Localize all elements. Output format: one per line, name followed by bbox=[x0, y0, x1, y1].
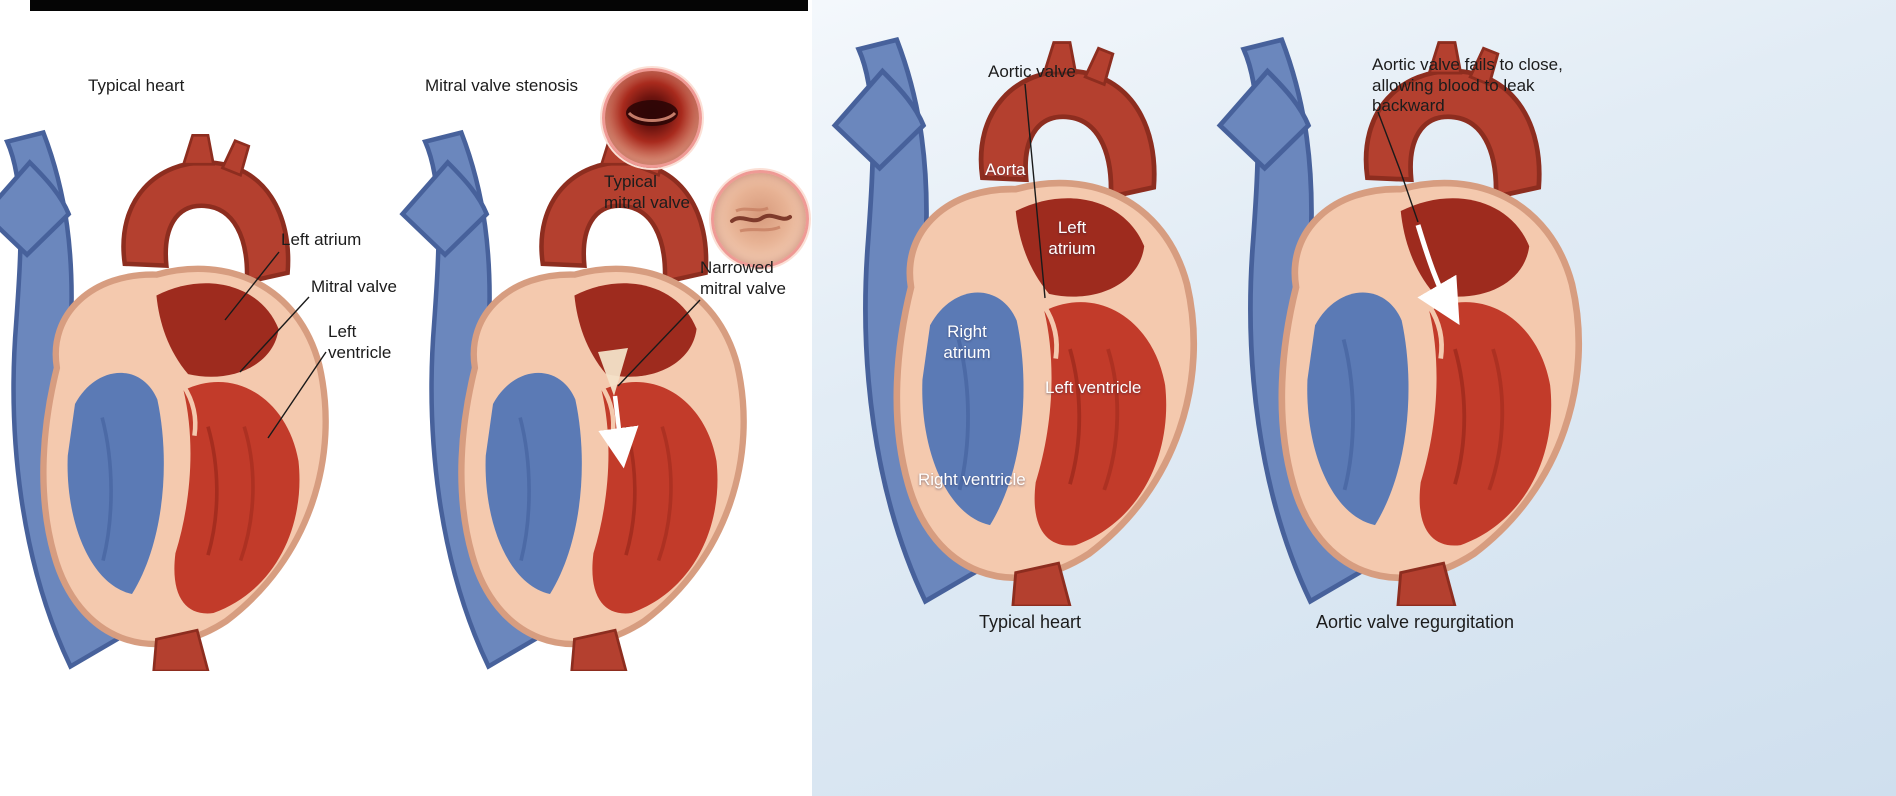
open-valve-icon bbox=[626, 100, 678, 126]
figure3-label-aortic-valve: Aortic valve bbox=[988, 62, 1076, 81]
figure2-inset-narrowed-label: Narrowed mitral valve bbox=[700, 258, 786, 298]
figure3-label-left-ventricle: Left ventricle bbox=[1045, 378, 1142, 397]
figure1-title: Typical heart bbox=[88, 76, 185, 95]
narrowed-valve-icon bbox=[730, 206, 792, 233]
figure2-inset-typical-label: Typical mitral valve bbox=[604, 172, 690, 212]
figure4-caption: Aortic valve regurgitation bbox=[1315, 612, 1515, 632]
figure2-title: Mitral valve stenosis bbox=[425, 76, 579, 95]
figure3-label-aorta: Aorta bbox=[985, 160, 1026, 179]
figure3-label-right-atrium: Right atrium bbox=[943, 322, 991, 362]
typical-heart-right-illustration bbox=[830, 35, 1230, 606]
typical-mitral-valve-inset bbox=[602, 68, 702, 168]
figure1-label-left-ventricle: Left ventricle bbox=[328, 322, 392, 362]
figure1-label-mitral-valve: Mitral valve bbox=[311, 277, 397, 296]
figure4-annotation: Aortic valve fails to close, allowing bl… bbox=[1372, 55, 1563, 116]
figure3-label-left-atrium: Left atrium bbox=[1048, 218, 1096, 258]
typical-heart-left-illustration bbox=[0, 128, 360, 671]
narrowed-mitral-valve-inset bbox=[711, 170, 809, 268]
aortic-regurgitation-heart-illustration bbox=[1215, 35, 1615, 606]
top-black-bar bbox=[30, 0, 808, 11]
figure1-label-left-atrium: Left atrium bbox=[281, 230, 362, 249]
figure3-label-right-ventricle: Right ventricle bbox=[918, 470, 1026, 489]
figure3-caption: Typical heart bbox=[978, 612, 1082, 632]
